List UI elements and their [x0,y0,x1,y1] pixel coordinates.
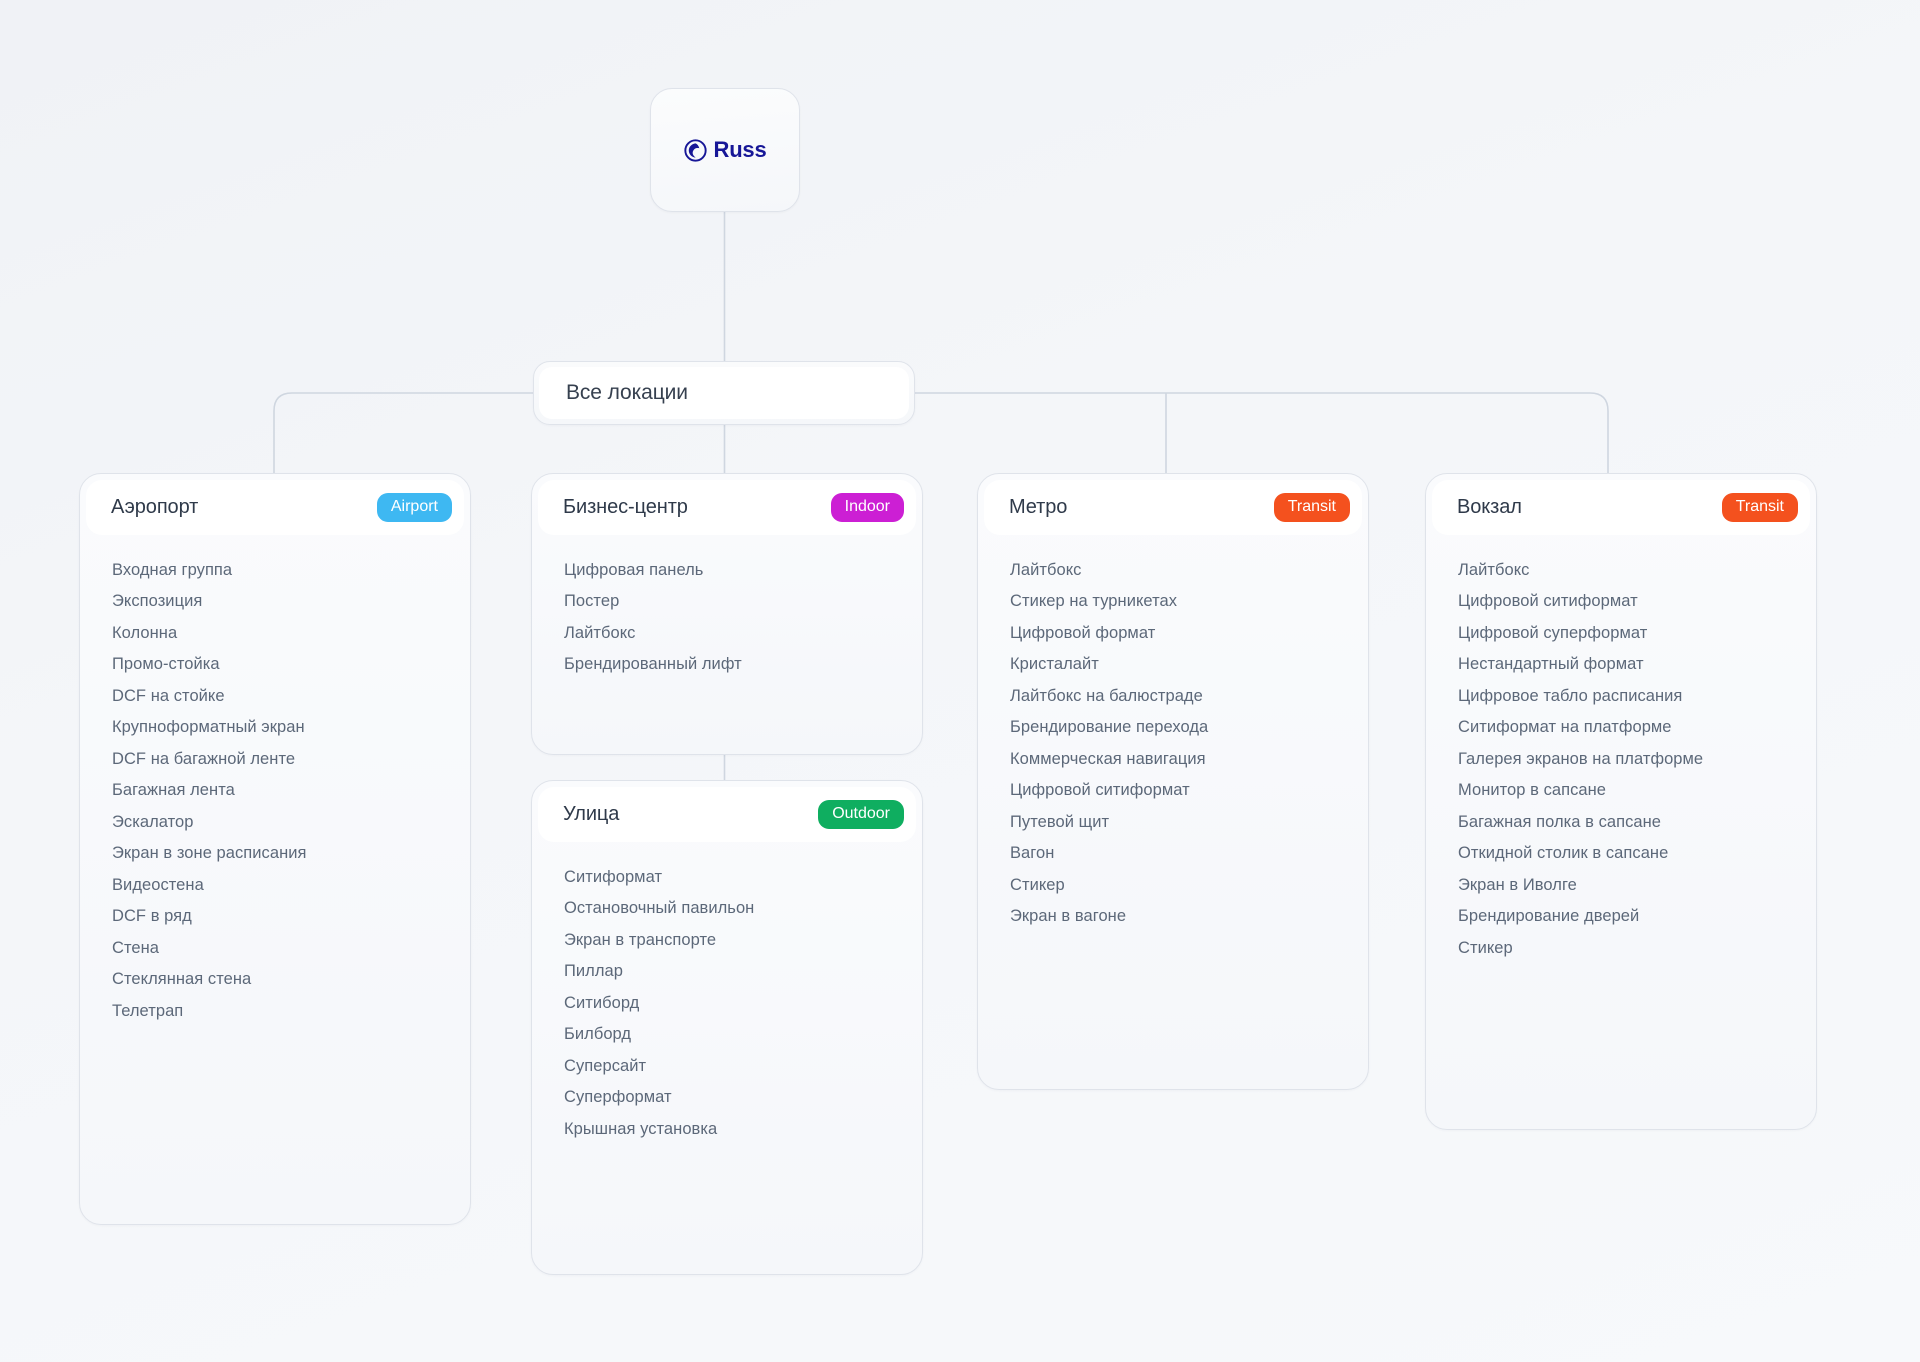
root-node-russ[interactable]: Russ [650,88,800,212]
list-item[interactable]: Путевой щит [1010,812,1110,831]
card-header: Бизнес-центр Indoor [538,480,916,535]
list-item[interactable]: Цифровой суперформат [1458,623,1648,642]
list-item[interactable]: Нестандартный формат [1458,655,1644,673]
list-item[interactable]: Ситиформат [564,867,663,886]
card-title: Улица [563,803,620,825]
list-item[interactable]: Стена [112,938,160,957]
status-badge: Outdoor [818,800,904,829]
list-item[interactable]: Лайтбокс [564,623,636,642]
list-item[interactable]: Суперформат [564,1088,672,1106]
list-item[interactable]: Входная группа [112,560,233,579]
card-title: Вокзал [1457,496,1522,518]
list-item[interactable]: Багажная полка в сапсане [1458,812,1662,831]
list-item[interactable]: Пиллар [564,962,623,980]
list-item[interactable]: Билборд [564,1025,632,1043]
card-header: Улица Outdoor [538,787,916,842]
wire-hub-to-station [915,392,1609,473]
list-item[interactable]: Галерея экранов на платформе [1458,749,1704,768]
list-item[interactable]: Цифровой формат [1010,623,1156,642]
card-header: Аэропорт Airport [86,480,464,535]
list-item[interactable]: Лайтбокс [1458,560,1530,579]
list-item[interactable]: Крупноформатный экран [112,718,305,736]
card-title: Метро [1009,496,1068,518]
status-badge: Transit [1721,493,1798,522]
list-item[interactable]: Цифровой ситиформат [1458,592,1638,610]
list-item[interactable]: Экран в вагоне [1010,907,1127,925]
list-item[interactable]: Эскалатор [112,812,194,831]
hub-node-label: Все локации [566,381,688,404]
russ-circle-logo-icon [683,138,707,162]
list-item[interactable]: Брендированный лифт [564,655,742,673]
list-item[interactable]: Монитор в сапсане [1458,781,1607,799]
hub-node-inner: Все локации [539,367,909,419]
list-item[interactable]: DCF в ряд [112,907,192,925]
list-item[interactable]: Откидной столик в сапсане [1458,844,1669,862]
list-item[interactable]: Телетрап [112,1001,184,1020]
list-item[interactable]: Экспозиция [112,592,203,610]
list-item[interactable]: Видеостена [112,875,204,894]
list-item[interactable]: Вагон [1010,844,1055,862]
russ-logo: Russ [683,137,767,163]
card-title: Аэропорт [111,496,199,518]
list-item[interactable]: Крышная установка [564,1119,718,1138]
card-header: Метро Transit [984,480,1362,535]
list-item[interactable]: DCF на стойке [112,686,225,705]
list-item[interactable]: Ситиборд [564,993,640,1012]
list-item[interactable]: Экран в транспорте [564,930,717,949]
card-header: Вокзал Transit [1432,480,1810,535]
list-item[interactable]: Кристалайт [1010,655,1099,673]
list-item[interactable]: Постер [564,592,620,610]
list-item[interactable]: Коммерческая навигация [1010,749,1206,768]
list-item[interactable]: DCF на багажной ленте [112,749,296,768]
status-badge: Airport [376,493,452,522]
list-item[interactable]: Суперсайт [564,1056,647,1075]
list-item[interactable]: Промо-стойка [112,655,220,673]
list-item[interactable]: Колонна [112,623,178,642]
status-badge: Transit [1273,493,1350,522]
list-item[interactable]: Брендирование перехода [1010,718,1209,736]
card-title: Бизнес-центр [563,496,688,518]
list-item[interactable]: Стеклянная стена [112,970,252,988]
list-item[interactable]: Ситиформат на платформе [1458,718,1672,736]
russ-logo-text: Russ [713,137,767,162]
wire-hub-to-airport [273,392,533,473]
list-item[interactable]: Стикер [1010,875,1065,894]
list-item[interactable]: Багажная лента [112,781,235,799]
list-item[interactable]: Экран в Иволге [1458,875,1577,894]
list-item[interactable]: Цифровой ситиформат [1010,781,1190,799]
hub-node-all-locations[interactable]: Все локации [533,361,915,425]
list-item[interactable]: Цифровое табло расписания [1458,686,1683,705]
status-badge: Indoor [830,493,904,522]
list-item[interactable]: Экран в зоне расписания [112,844,307,862]
list-item[interactable]: Стикер на турникетах [1010,592,1178,610]
list-item[interactable]: Брендирование дверей [1458,907,1640,925]
list-item[interactable]: Лайтбокс [1010,560,1082,579]
list-item[interactable]: Остановочный павильон [564,899,755,917]
list-item[interactable]: Лайтбокс на балюстраде [1010,686,1203,705]
list-item[interactable]: Цифровая панель [564,560,704,579]
list-item[interactable]: Стикер [1458,938,1513,957]
